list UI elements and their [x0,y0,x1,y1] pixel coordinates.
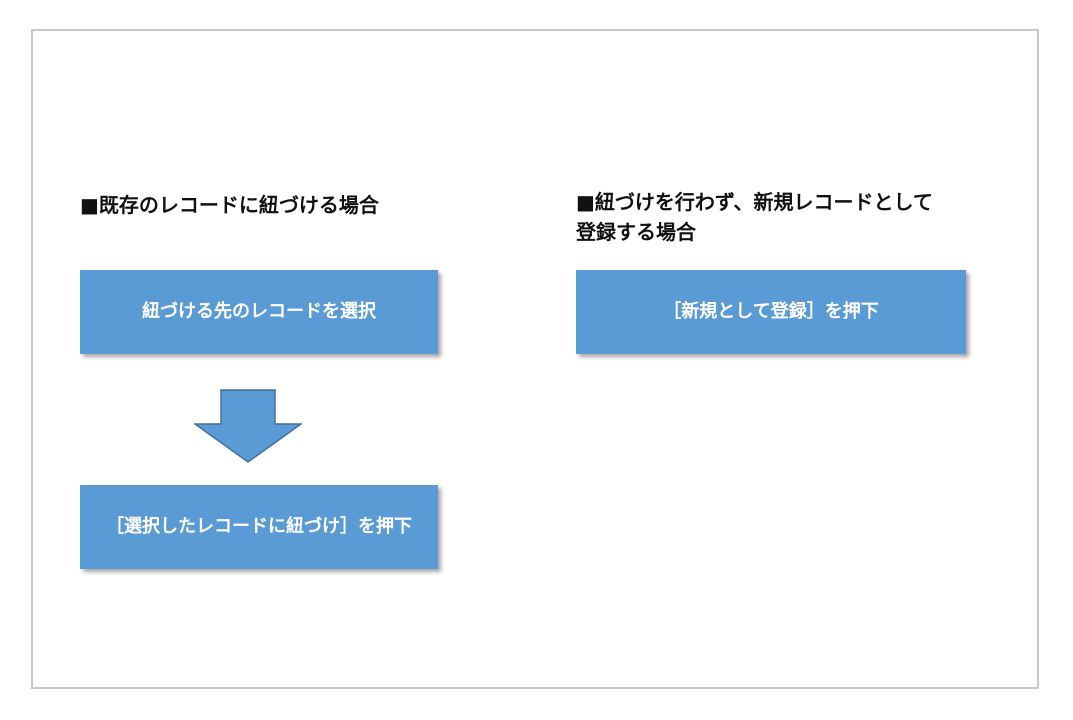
right-flow-heading-line2: 登録する場合 [576,220,696,244]
step-select-target-record-label: 紐づける先のレコードを選択 [142,301,376,322]
right-flow-heading-line1: ■紐づけを行わず、新規レコードとして [576,190,933,214]
step-press-register-new: ［新規として登録］を押下 [576,270,966,354]
step-press-link-selected: ［選択したレコードに紐づけ］を押下 [80,485,438,569]
arrow-down-icon [194,389,302,463]
diagram-frame [31,29,1039,689]
left-flow-heading: ■既存のレコードに紐づける場合 [80,193,379,217]
step-select-target-record: 紐づける先のレコードを選択 [80,270,438,354]
step-press-register-new-label: ［新規として登録］を押下 [663,301,879,322]
arrow-down-shape [194,389,302,463]
right-flow-heading: ■紐づけを行わず、新規レコードとして 登録する場合 [576,187,1021,247]
step-press-link-selected-label: ［選択したレコードに紐づけ］を押下 [106,516,412,537]
